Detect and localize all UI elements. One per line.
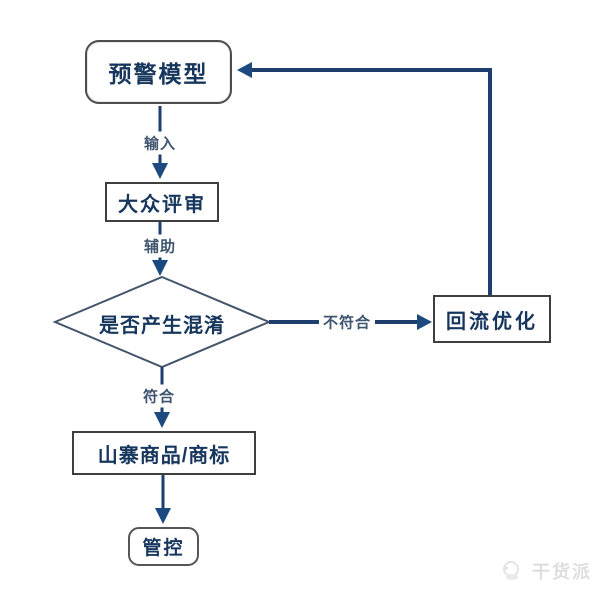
edge-label-input: 输入 (139, 131, 181, 155)
node-control: 管控 (128, 527, 199, 566)
edge-feedback-line (251, 68, 492, 296)
arrowhead-down-icon (155, 508, 171, 524)
arrowhead-down-icon (154, 412, 170, 428)
node-confusion-decision-label: 是否产生混淆 (99, 315, 225, 337)
node-warning-model: 预警模型 (85, 40, 232, 104)
arrowhead-left-icon (237, 62, 252, 78)
arrowhead-down-icon (152, 163, 168, 179)
watermark-text: 干货派 (532, 562, 592, 582)
node-reflow-optimize: 回流优化 (433, 295, 551, 343)
arrowhead-down-icon (152, 260, 168, 276)
edge-label-assist: 辅助 (139, 234, 181, 258)
watermark-logo-icon (503, 561, 519, 580)
arrowhead-right-icon (417, 314, 432, 330)
edge-label-conform: 符合 (138, 384, 180, 408)
edge-label-not-conform: 不符合 (318, 310, 376, 334)
node-counterfeit-goods: 山寨商品/商标 (72, 431, 256, 475)
watermark: 干货派 (501, 558, 592, 584)
node-public-review: 大众评审 (105, 182, 219, 222)
